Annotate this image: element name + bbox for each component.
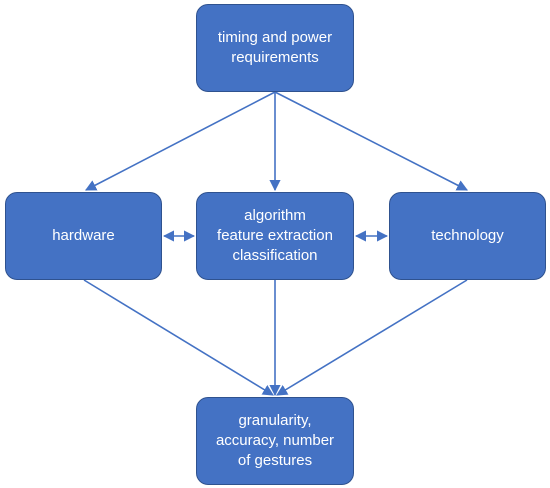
node-granularity-accuracy: granularity, accuracy, number of gesture… [196,397,354,485]
node-algorithm: algorithm feature extraction classificat… [196,192,354,280]
node-technology: technology [389,192,546,280]
edge-hardware-to-output [83,279,274,396]
edge-technology-to-output [276,279,468,396]
edge-timing-to-hardware [85,91,276,191]
node-timing-and-power: timing and power requirements [196,4,354,92]
edge-timing-to-technology [274,91,468,191]
node-hardware: hardware [5,192,162,280]
